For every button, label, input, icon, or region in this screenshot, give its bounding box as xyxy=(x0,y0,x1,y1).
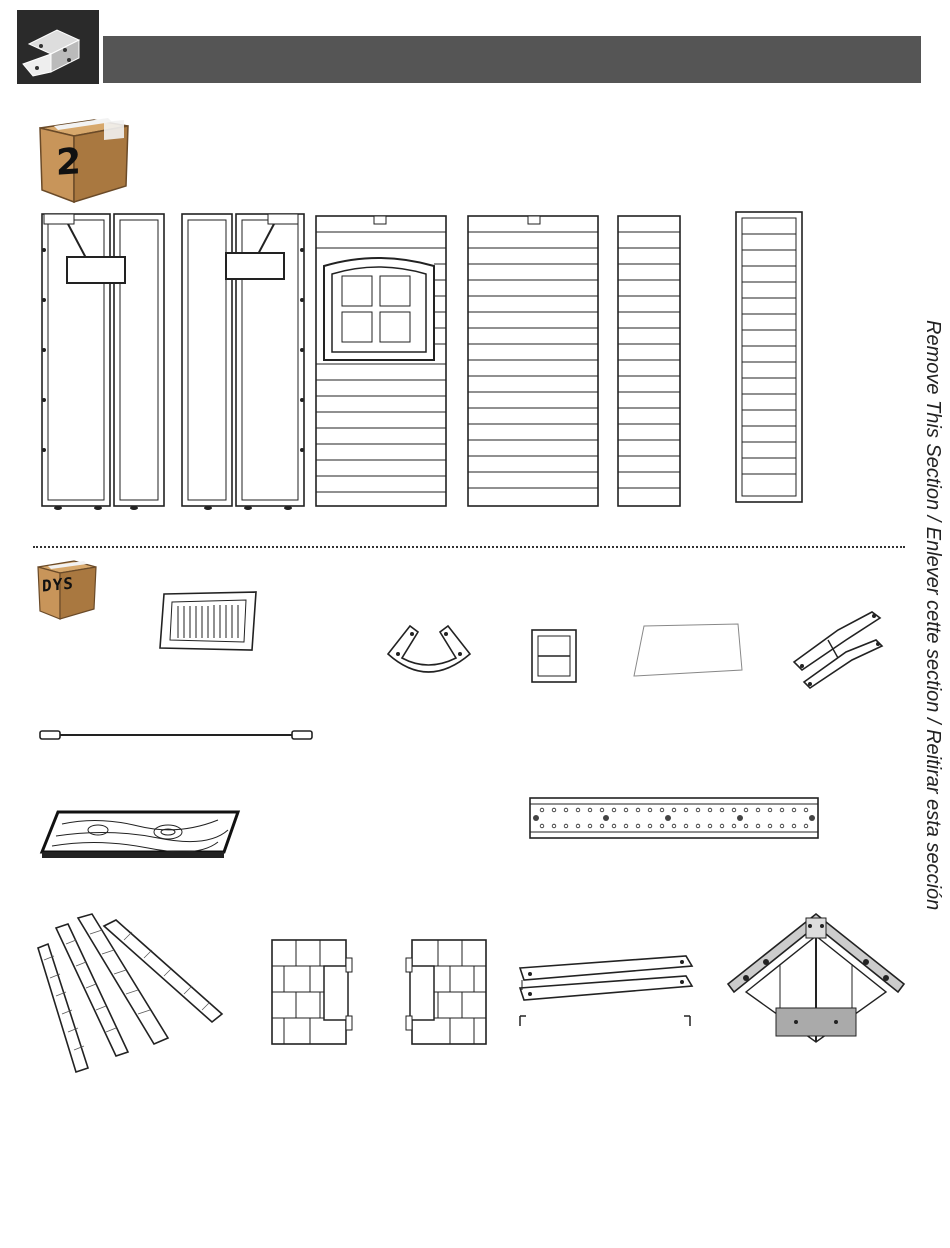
siding-panel-narrow xyxy=(616,214,684,510)
metal-beam xyxy=(528,796,820,840)
header-logo-icon xyxy=(17,10,99,84)
truss-bar xyxy=(516,954,698,1026)
corner-brace xyxy=(384,620,474,686)
shutter-left xyxy=(270,938,354,1048)
rod xyxy=(38,728,314,742)
vent xyxy=(156,588,262,656)
gable-panel xyxy=(734,210,806,506)
hinge-bracket xyxy=(788,606,886,692)
header-bar xyxy=(103,36,921,83)
shingle-strips xyxy=(36,912,224,1074)
label-box-right xyxy=(225,252,285,280)
wood-plank xyxy=(38,808,242,860)
cut-line-divider xyxy=(33,546,905,548)
label-box-left xyxy=(66,256,126,284)
gable-truss xyxy=(726,912,906,1046)
box-dys-icon: DYS xyxy=(34,557,100,621)
siding-panel-wide xyxy=(466,214,600,510)
window-frame xyxy=(530,628,578,684)
shutter-right xyxy=(404,938,488,1048)
box-two-icon: 2 xyxy=(32,112,134,204)
bracket-icon xyxy=(17,10,99,84)
window-panel xyxy=(314,214,448,510)
shelf xyxy=(630,622,746,680)
side-note: Remove This Section / Enlever cette sect… xyxy=(914,320,944,940)
box-dys-label: DYS xyxy=(42,573,74,595)
box-number: 2 xyxy=(56,141,81,184)
